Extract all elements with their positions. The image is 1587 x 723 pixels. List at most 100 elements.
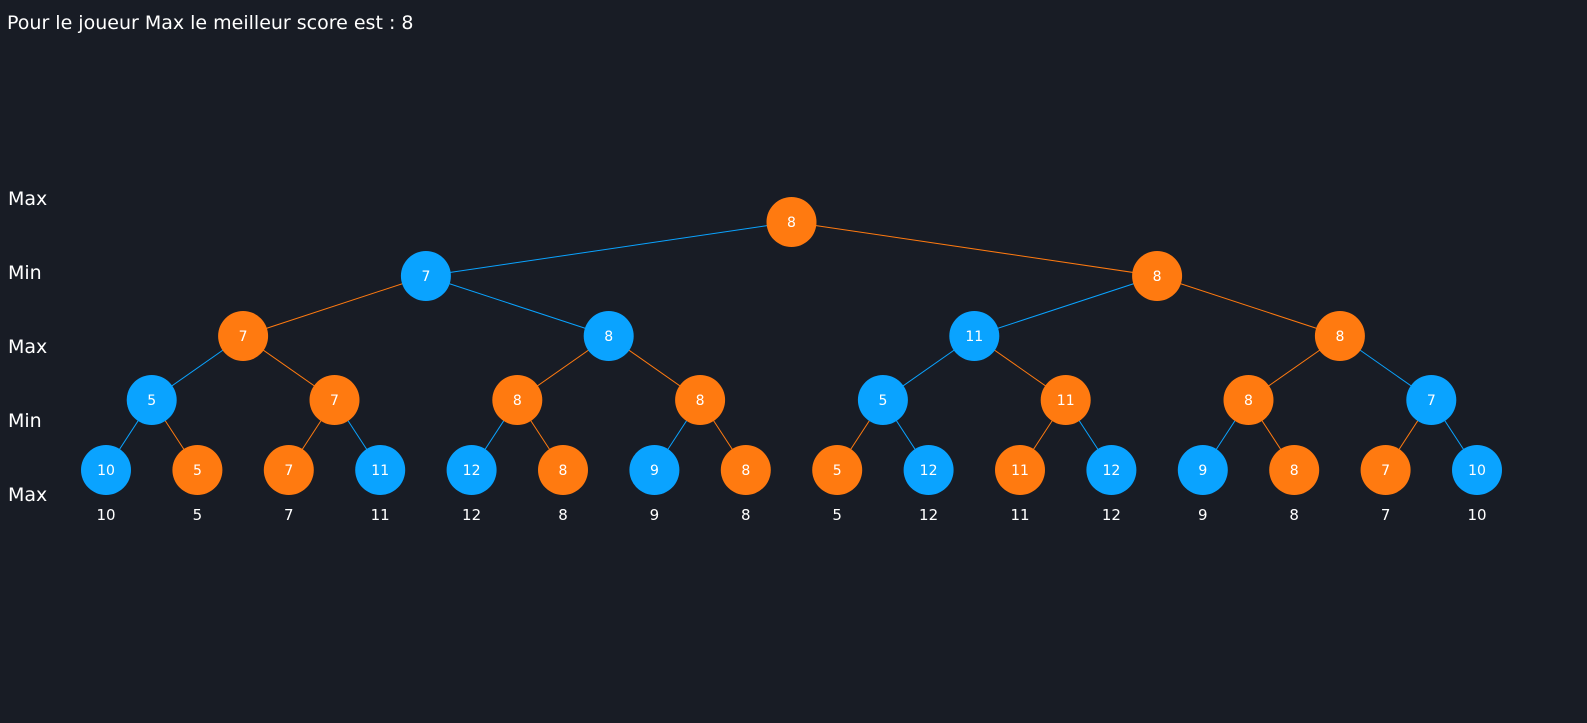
node-circle	[1223, 375, 1274, 425]
node-value: 9	[650, 463, 659, 479]
tree-node: 7	[400, 251, 451, 301]
tree-node: 8	[492, 375, 543, 425]
tree-node: 8	[1132, 251, 1183, 301]
node-circle	[995, 445, 1045, 495]
tree-node: 5	[812, 445, 863, 495]
tree-node: 8	[1223, 375, 1274, 425]
tree-edge	[974, 275, 1158, 337]
node-value: 5	[878, 393, 887, 409]
node-circle	[126, 375, 177, 425]
tree-edge	[791, 221, 1158, 277]
level-labels: Max Min Max Min Max	[8, 188, 47, 506]
node-value: 7	[330, 393, 339, 409]
node-value: 8	[513, 393, 522, 409]
node-circle	[1269, 445, 1320, 495]
node-circle	[812, 445, 863, 495]
level-label-4: Max	[8, 484, 47, 506]
node-circle	[1406, 375, 1457, 425]
leaf-score: 8	[1289, 506, 1299, 524]
node-value: 10	[1468, 463, 1486, 479]
leaf-score: 11	[371, 506, 390, 524]
tree-node: 11	[995, 445, 1045, 495]
node-value: 11	[1011, 463, 1029, 479]
leaf-score: 11	[1010, 506, 1029, 524]
node-circle	[675, 375, 726, 425]
tree-node: 5	[857, 375, 908, 425]
node-value: 7	[1381, 463, 1390, 479]
node-circle	[583, 311, 634, 361]
node-value: 10	[97, 463, 115, 479]
node-value: 8	[1335, 329, 1344, 345]
node-circle	[1314, 311, 1365, 361]
node-value: 8	[1290, 463, 1299, 479]
node-circle	[766, 197, 817, 247]
tree-node: 8	[583, 311, 634, 361]
tree-node: 7	[218, 311, 269, 361]
node-circle	[1360, 445, 1411, 495]
node-value: 7	[239, 329, 248, 345]
node-value: 11	[965, 329, 983, 345]
node-circle	[400, 251, 451, 301]
level-label-2: Max	[8, 336, 47, 358]
level-label-3: Min	[8, 410, 42, 432]
tree-node: 7	[309, 375, 360, 425]
node-value: 8	[1244, 393, 1253, 409]
node-value: 11	[1057, 393, 1075, 409]
node-circle	[1177, 445, 1228, 495]
node-value: 12	[1102, 463, 1120, 479]
node-circle	[1040, 375, 1091, 425]
node-circle	[492, 375, 543, 425]
leaf-score: 5	[193, 506, 203, 524]
node-value: 5	[193, 463, 202, 479]
node-circle	[218, 311, 269, 361]
tree-node: 11	[949, 311, 1000, 361]
leaf-score: 5	[832, 506, 842, 524]
node-circle	[263, 445, 314, 495]
tree-node: 12	[446, 445, 497, 495]
tree-edge	[242, 275, 427, 337]
node-value: 8	[741, 463, 750, 479]
leaf-score: 9	[1198, 506, 1208, 524]
tree-edge	[1156, 275, 1341, 337]
tree-node: 8	[1314, 311, 1365, 361]
tree-node: 12	[903, 445, 954, 495]
node-value: 9	[1198, 463, 1207, 479]
node-circle	[720, 445, 771, 495]
node-value: 5	[833, 463, 842, 479]
leaf-score: 7	[1381, 506, 1391, 524]
node-value: 7	[284, 463, 293, 479]
tree-node: 8	[675, 375, 726, 425]
node-circle	[538, 445, 588, 495]
node-circle	[1086, 445, 1137, 495]
tree-node: 7	[263, 445, 314, 495]
node-value: 12	[920, 463, 938, 479]
node-circle	[172, 445, 223, 495]
node-circle	[309, 375, 360, 425]
node-circle	[446, 445, 497, 495]
node-value: 5	[147, 393, 156, 409]
tree-node: 5	[172, 445, 223, 495]
tree-node: 11	[355, 445, 406, 495]
tree-edge	[425, 221, 792, 277]
tree-node: 8	[1269, 445, 1320, 495]
node-value: 8	[559, 463, 568, 479]
leaf-score: 9	[650, 506, 660, 524]
level-label-1: Min	[8, 262, 42, 284]
node-circle	[857, 375, 908, 425]
tree-node: 10	[81, 445, 131, 495]
leaf-score: 8	[741, 506, 751, 524]
best-score-header: Pour le joueur Max le meilleur score est…	[7, 12, 413, 34]
leaf-score: 12	[919, 506, 938, 524]
tree-node: 11	[1040, 375, 1091, 425]
leaf-score: 7	[284, 506, 294, 524]
leaf-score: 10	[96, 506, 115, 524]
tree-node: 7	[1406, 375, 1457, 425]
tree-nodes: 8 7 8 7 8 11 8 5 7 8 8 5 11 8 7 10 5 7 11 12 8 9 8 5 12 11 12 9 8 7 10	[81, 197, 1502, 495]
node-value: 8	[604, 329, 613, 345]
node-circle	[1452, 445, 1502, 495]
node-circle	[1132, 251, 1183, 301]
leaf-score: 8	[558, 506, 568, 524]
tree-node: 5	[126, 375, 177, 425]
tree-node: 8	[766, 197, 817, 247]
